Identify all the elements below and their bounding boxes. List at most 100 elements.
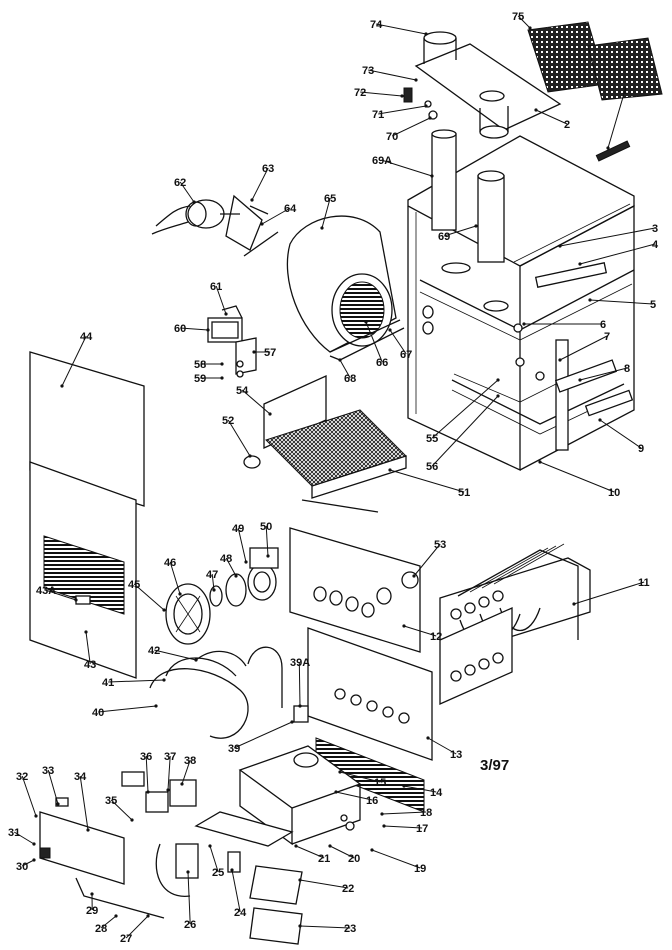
leader-arrowhead-20 [328,844,332,848]
leader-line-30 [21,859,35,867]
callout-40: 40 [92,707,104,719]
leader-line-63 [251,167,269,201]
leader-arrowhead-32 [34,814,38,818]
callout-30: 30 [16,861,28,873]
leader-arrowhead-28 [114,914,118,918]
callout-labels: 1234567891011121314151617181920212223242… [8,11,659,945]
callout-16: 16 [366,795,378,807]
leader-line-72 [360,91,403,97]
leader-line-49 [237,527,247,563]
leader-line-40 [98,705,157,713]
leader-line-74 [376,23,427,35]
leader-line-3 [559,227,656,247]
leader-line-66 [365,321,383,363]
leader-arrowhead-4 [578,262,582,266]
callout-47: 47 [206,569,218,581]
leader-arrowhead-44 [60,384,64,388]
leader-arrowhead-22 [298,878,302,882]
callout-22: 22 [342,883,354,895]
callout-65: 65 [324,193,336,205]
callout-61: 61 [210,281,222,293]
leader-arrowhead-71 [424,104,428,108]
leader-line-38 [181,759,191,785]
callout-39a: 39A [290,657,310,669]
leader-line-46 [169,561,181,595]
leader-line-68 [339,359,351,379]
callout-43: 43 [84,659,96,671]
callout-74: 74 [370,19,383,31]
callout-51: 51 [458,487,470,499]
callout-15: 15 [374,777,386,789]
leader-arrowhead-70 [428,116,432,120]
leader-line-71 [378,105,427,115]
leader-arrowhead-1 [606,146,610,150]
blower-housing [286,215,405,361]
leader-line-32 [21,775,37,817]
callout-45: 45 [128,579,140,591]
callout-60: 60 [174,323,186,335]
callout-31: 31 [8,827,20,839]
leader-arrowhead-54 [268,412,272,416]
leader-arrowhead-30 [32,858,36,862]
leader-arrowhead-35 [130,818,134,822]
leader-line-52 [227,419,251,457]
leader-arrowhead-52 [248,454,252,458]
leader-line-27 [125,915,149,939]
leader-line-18 [381,811,427,815]
callout-37: 37 [164,751,176,763]
leader-line-37 [167,755,171,791]
leader-line-50 [265,525,269,557]
leader-arrowhead-61 [224,312,228,316]
callout-19: 19 [414,863,426,875]
leader-arrowhead-60 [206,328,210,332]
burner-tubes [149,646,283,739]
leader-line-9 [599,419,642,449]
leader-arrowhead-46 [178,592,182,596]
callout-72: 72 [354,87,366,99]
callout-55: 55 [426,433,438,445]
leader-line-45 [133,583,165,611]
callout-69: 69 [438,231,450,243]
leader-arrowhead-41 [162,678,166,682]
upper-door [29,351,145,507]
leader-arrowhead-45 [162,608,166,612]
leader-arrowhead-72 [400,94,404,98]
leader-arrowhead-75 [528,26,532,30]
callout-14: 14 [430,787,443,799]
callout-8: 8 [624,363,630,375]
leader-arrowhead-40 [154,704,158,708]
leader-line-14 [403,785,437,793]
leader-arrowhead-8 [578,378,582,382]
leader-line-15 [339,771,381,783]
leader-line-67 [389,329,407,355]
leader-arrowhead-24 [230,868,234,872]
callout-18: 18 [420,807,432,819]
callout-42: 42 [148,645,160,657]
leader-arrowhead-59 [220,376,224,380]
control-bracket [207,305,257,378]
callout-54: 54 [236,385,249,397]
callout-32: 32 [16,771,28,783]
callout-41: 41 [102,677,114,689]
leader-line-61 [215,285,227,315]
leader-line-75 [517,15,531,29]
leader-arrowhead-26 [186,870,190,874]
callout-11: 11 [638,577,650,589]
callout-73: 73 [362,65,374,77]
callout-6: 6 [600,319,606,331]
callout-53: 53 [434,539,446,551]
leader-line-64 [261,207,291,225]
leader-line-70 [391,117,431,137]
leader-line-25 [209,845,219,873]
leader-arrowhead-53 [412,574,416,578]
leader-arrowhead-13 [426,736,430,740]
leader-arrowhead-3 [558,244,562,248]
callout-57: 57 [264,347,276,359]
callout-63: 63 [262,163,274,175]
leader-line-12 [403,625,437,637]
leader-line-2 [535,109,568,125]
cabinet [407,135,635,472]
leader-line-56 [431,395,499,467]
callout-35: 35 [105,795,117,807]
